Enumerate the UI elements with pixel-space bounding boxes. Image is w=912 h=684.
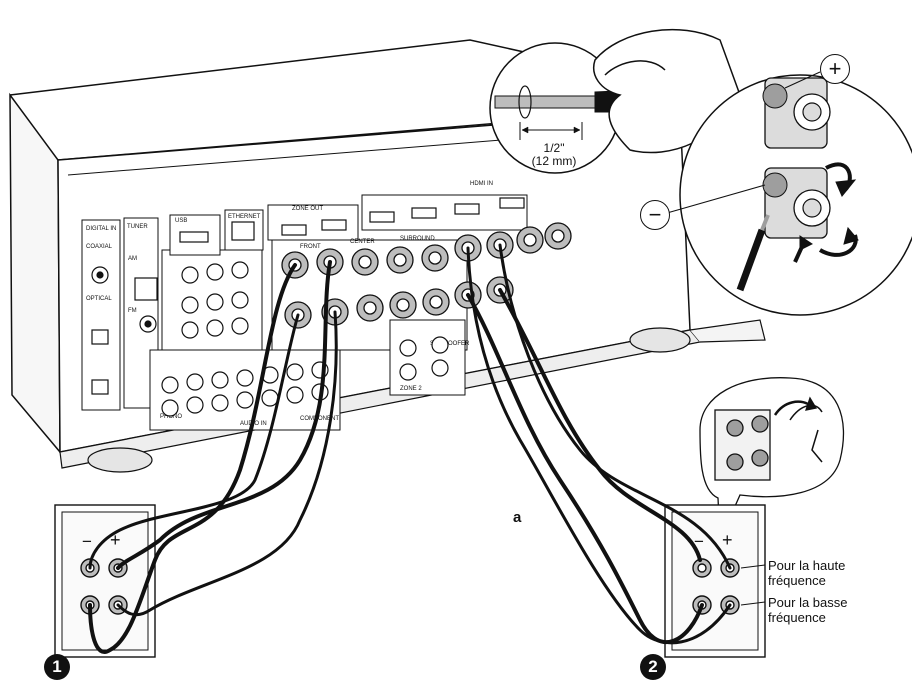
minus-symbol-callout: −: [640, 200, 670, 230]
label-component: COMPONENT: [300, 416, 339, 422]
wire-strip-length-mm: (12 mm): [531, 154, 577, 168]
label-optical: OPTICAL: [86, 296, 112, 302]
label-surround: SURROUND: [400, 236, 435, 242]
wire-strip-length-label: 1/2" (12 mm): [526, 142, 582, 168]
right-speaker: [664, 504, 766, 658]
low-frequency-label: Pour la basse fréquence: [768, 595, 848, 625]
low-frequency-line2: fréquence: [768, 610, 826, 625]
left-speaker-plus: +: [110, 530, 121, 550]
high-frequency-line1: Pour la haute: [768, 558, 846, 573]
left-speaker-minus: −: [82, 532, 92, 551]
label-front: FRONT: [300, 244, 321, 250]
speaker-cables: [88, 243, 732, 654]
binding-post-inset: [659, 71, 912, 316]
high-frequency-label: Pour la haute fréquence: [768, 558, 845, 588]
rear-panel-connectors: [91, 197, 525, 417]
bridge-removal-inset: [699, 377, 845, 541]
hand-illustration: [593, 28, 741, 154]
label-phono: PHONO: [160, 414, 182, 420]
wire-strip-length-inch: 1/2": [543, 141, 565, 155]
label-digital-in: DIGITAL IN: [86, 226, 116, 232]
label-center: CENTER: [350, 239, 375, 245]
right-speaker-plus: +: [722, 530, 733, 550]
label-subwoofer: SUBWOOFER: [430, 341, 470, 347]
label-tuner: TUNER: [127, 224, 148, 230]
high-frequency-line2: fréquence: [768, 573, 826, 588]
label-hdmi-in: HDMI IN: [470, 181, 493, 187]
left-speaker: [54, 504, 156, 658]
label-usb: USB: [175, 218, 187, 224]
left-speaker-number-badge: 1: [44, 654, 70, 680]
right-speaker-number-badge: 2: [640, 654, 666, 680]
label-coaxial: COAXIAL: [86, 244, 113, 250]
low-frequency-line1: Pour la basse: [768, 595, 848, 610]
label-am: AM: [128, 256, 137, 262]
label-zone-out: ZONE OUT: [292, 206, 323, 212]
label-fm: FM: [128, 308, 137, 314]
right-speaker-minus: −: [694, 532, 704, 551]
callout-a: a: [513, 509, 522, 526]
plus-symbol-callout: +: [820, 54, 850, 84]
label-zone2: ZONE 2: [400, 386, 422, 392]
label-ethernet: ETHERNET: [228, 214, 261, 220]
